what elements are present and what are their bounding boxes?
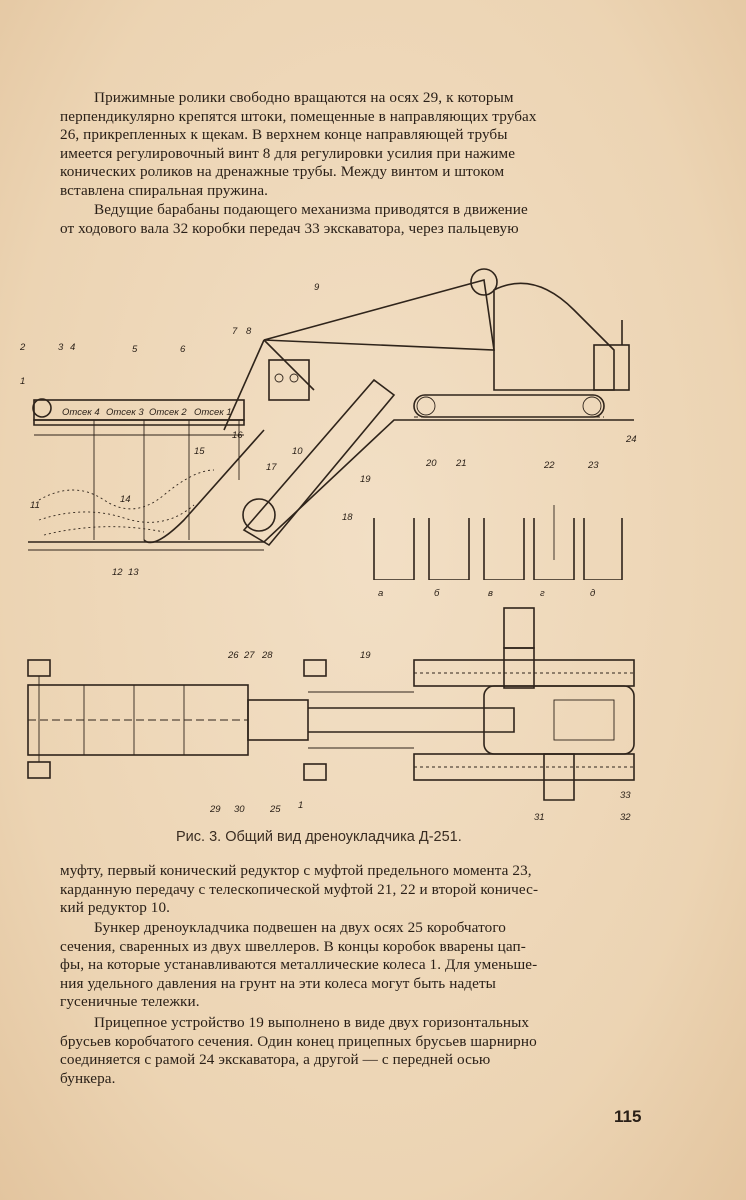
excavator-side-drawing: Отсек 4 Отсек 3 Отсек 2 Отсек 1 1 2 3 4 … xyxy=(19,268,637,580)
compartment-labels: Отсек 4 Отсек 3 Отсек 2 Отсек 1 xyxy=(62,407,232,418)
callout: 28 xyxy=(261,650,273,661)
callout: 30 xyxy=(234,804,245,815)
figure-caption: Рис. 3. Общий вид дреноукладчика Д-251. xyxy=(176,829,462,845)
text-line: муфту, первый конический редуктор с муфт… xyxy=(60,862,532,879)
callout: 26 xyxy=(227,650,239,661)
callout: 4 xyxy=(70,342,75,353)
callout: 12 xyxy=(112,567,123,578)
compartment-label: Отсек 4 xyxy=(62,407,100,418)
callout: 14 xyxy=(120,494,131,505)
compartment-label: Отсек 1 xyxy=(194,407,232,418)
callout: 19 xyxy=(360,650,371,661)
callout: 23 xyxy=(587,460,599,471)
paragraph-5: Прицепное устройство 19 выполнено в виде… xyxy=(60,1014,640,1088)
callout: 20 xyxy=(425,458,437,469)
compartment-label: Отсек 3 xyxy=(106,407,144,418)
callout: 18 xyxy=(342,512,353,523)
text-line: Прижимные ролики свободно вращаются на о… xyxy=(94,89,514,106)
page-number: 115 xyxy=(614,1107,642,1126)
section-label: б xyxy=(434,588,440,599)
callout: 2 xyxy=(19,342,26,353)
section-label: д xyxy=(590,588,595,599)
text-line: Бункер дреноукладчика подвешен на двух о… xyxy=(94,919,506,936)
paragraph-2: Ведущие барабаны подающего механизма при… xyxy=(60,201,640,238)
section-label: г xyxy=(540,588,545,599)
callout: 16 xyxy=(232,430,243,441)
plan-callouts: 26 27 28 19 29 30 25 1 31 32 33 xyxy=(209,650,631,823)
text-line: карданную передачу с телескопической муф… xyxy=(60,880,539,898)
callout: 25 xyxy=(269,804,281,815)
text-line: сечения, сваренных из двух швеллеров. В … xyxy=(60,937,526,955)
paragraph-3: муфту, первый конический редуктор с муфт… xyxy=(60,862,640,918)
figure-plan-view: 26 27 28 19 29 30 25 1 31 32 33 xyxy=(14,600,654,825)
paragraph-1: Прижимные ролики свободно вращаются на о… xyxy=(60,89,640,201)
callout: 31 xyxy=(534,812,545,823)
text-line: фы, на которые устанавливаются металличе… xyxy=(60,956,538,974)
text-line: ния удельного давления на грунт на эти к… xyxy=(60,974,496,992)
callout: 17 xyxy=(266,462,277,473)
excavator-plan-drawing: 26 27 28 19 29 30 25 1 31 32 33 xyxy=(27,607,635,823)
callout: 8 xyxy=(246,326,252,337)
callout: 22 xyxy=(543,460,555,471)
text-line: кий редуктор 10. xyxy=(60,899,171,917)
callout: 1 xyxy=(20,376,25,387)
text-line: вставлена спиральная пружина. xyxy=(60,181,269,199)
callout: 1 xyxy=(298,800,303,811)
text-line: имеется регулировочный винт 8 для регули… xyxy=(60,144,516,162)
callout: 9 xyxy=(314,282,320,293)
callout: 13 xyxy=(128,567,139,578)
text-line: брусьев коробчатого сечения. Один конец … xyxy=(60,1032,537,1050)
callout: 33 xyxy=(620,790,631,801)
callout: 27 xyxy=(243,650,255,661)
callout: 5 xyxy=(132,344,138,355)
callout: 24 xyxy=(625,434,637,445)
callout: 15 xyxy=(194,446,205,457)
section-label: в xyxy=(488,588,493,599)
callout: 19 xyxy=(360,474,371,485)
callout: 3 xyxy=(58,342,64,353)
trench-sections xyxy=(373,505,623,580)
text-line: Прицепное устройство 19 выполнено в виде… xyxy=(94,1014,530,1031)
callout: 29 xyxy=(209,804,221,815)
callout: 32 xyxy=(620,812,631,823)
paragraph-4: Бункер дреноукладчика подвешен на двух о… xyxy=(60,919,640,1012)
text-line: бункера. xyxy=(60,1069,116,1087)
figure-side-view: Отсек 4 Отсек 3 Отсек 2 Отсек 1 1 2 3 4 … xyxy=(14,250,644,580)
text-line: конических роликов на дренажные трубы. М… xyxy=(60,163,505,181)
callout: 6 xyxy=(180,344,186,355)
text-line: Ведущие барабаны подающего механизма при… xyxy=(94,201,528,218)
text-line: от ходового вала 32 коробки передач 33 э… xyxy=(60,219,519,237)
text-line: перпендикулярно крепятся штоки, помещенн… xyxy=(60,107,537,125)
text-line: гусеничные тележки. xyxy=(60,993,200,1011)
callout: 7 xyxy=(232,326,238,337)
compartment-label: Отсек 2 xyxy=(149,407,187,418)
callout: 10 xyxy=(292,446,303,457)
callout-numbers: 1 2 3 4 5 6 7 8 9 10 11 12 13 14 15 16 1… xyxy=(19,282,637,578)
text-line: 26, прикрепленных к щекам. В верхнем кон… xyxy=(60,126,508,144)
text-line: соединяется с рамой 24 экскаватора, а др… xyxy=(60,1051,491,1069)
callout: 11 xyxy=(30,500,40,511)
section-label: а xyxy=(378,588,383,599)
callout: 21 xyxy=(455,458,467,469)
